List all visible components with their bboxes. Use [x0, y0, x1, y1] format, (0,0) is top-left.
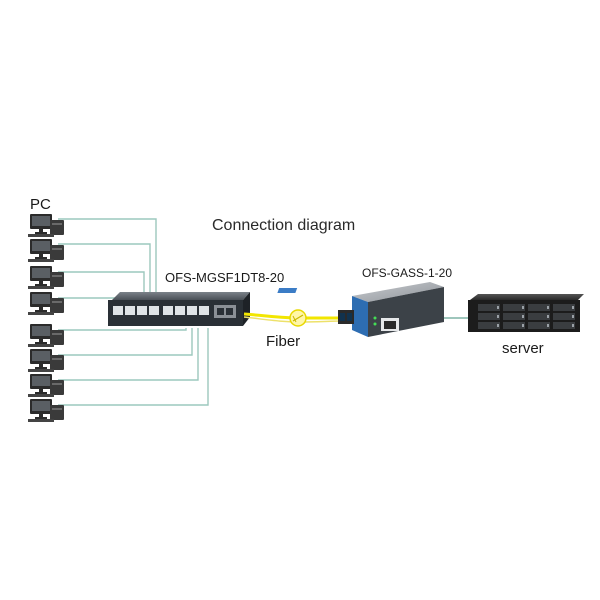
computer-icon	[28, 292, 64, 315]
fiber-coupler-icon	[289, 309, 307, 327]
fiber-label: Fiber	[266, 333, 301, 350]
diagram-title: Connection diagram	[212, 217, 356, 234]
link-pc-8	[58, 328, 209, 406]
link-pc-1	[58, 218, 157, 300]
switch-model-label: OFS-MGSF1DT8-20	[165, 270, 285, 285]
ethernet-links	[58, 218, 209, 406]
computer-icon	[28, 324, 64, 347]
computer-icon	[28, 266, 64, 289]
computer-icon	[28, 239, 64, 262]
computer-icon	[28, 374, 64, 397]
computer-icon	[28, 349, 64, 372]
pc-group	[28, 214, 64, 422]
computer-icon	[28, 399, 64, 422]
link-pc-3	[58, 271, 145, 300]
link-pc-7	[58, 328, 199, 381]
server-rack	[468, 294, 584, 332]
server-label: server	[502, 340, 544, 357]
fiber-switch	[108, 292, 250, 326]
fiber-link	[243, 309, 346, 327]
computer-icon	[28, 214, 64, 237]
link-pc-2	[58, 243, 151, 300]
link-pc-5	[58, 328, 187, 331]
converter-model-label: OFS-GASS-1-20	[362, 266, 453, 280]
media-converter	[277, 282, 444, 337]
link-pc-6	[58, 328, 193, 356]
pc-label: PC	[30, 196, 51, 213]
